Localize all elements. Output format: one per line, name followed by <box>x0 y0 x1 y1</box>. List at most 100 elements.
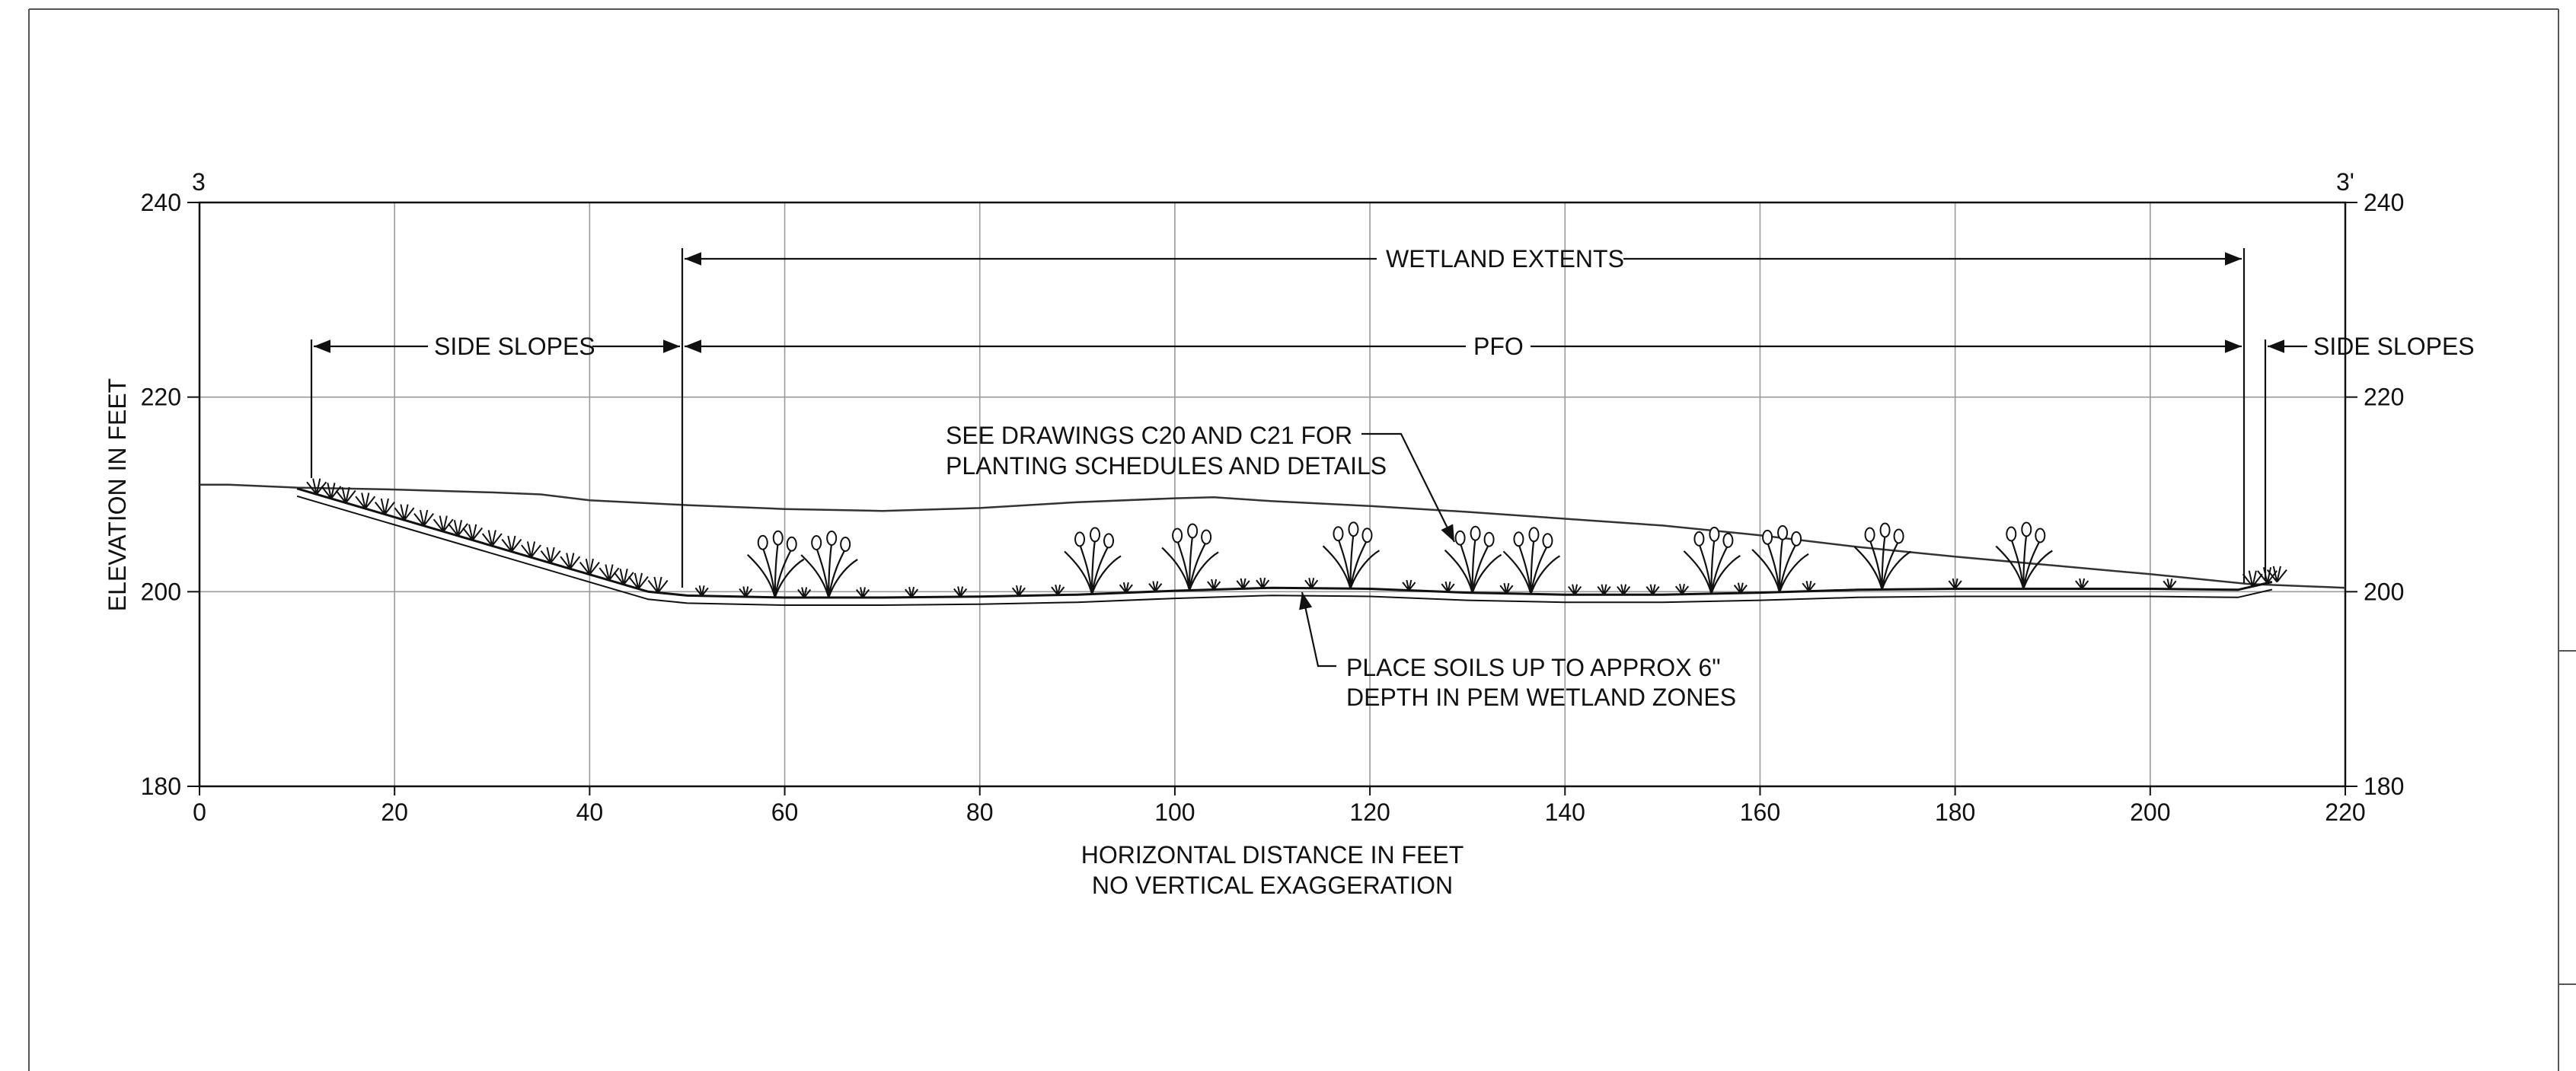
tall-plant-8-flower-2 <box>1791 531 1802 547</box>
shrub-plant-21 <box>739 586 753 598</box>
shrub-plant-38 <box>1597 584 1611 595</box>
tall-plant-3 <box>1161 535 1219 591</box>
tall-plant-2 <box>1064 539 1122 594</box>
y-tick-label-right-200: 200 <box>2364 578 2404 605</box>
tall-plant-0-flower-0 <box>757 534 768 550</box>
shrub-plant-3 <box>355 492 376 509</box>
tall-plant-1-flower-2 <box>840 537 851 553</box>
tall-plant-9-flower-0 <box>1864 527 1875 543</box>
y-tick-label-right-220: 220 <box>2364 384 2404 411</box>
tall-plant-1-flower-1 <box>826 531 838 547</box>
shrub-plant-24 <box>905 586 919 598</box>
tall-plant-3-flower-0 <box>1172 528 1183 543</box>
tall-plant-8-flower-0 <box>1762 529 1773 545</box>
shrub-plant-22 <box>797 587 812 598</box>
plot-frame <box>198 201 2347 788</box>
shrub-plant-33 <box>1304 578 1319 589</box>
shrub-plant-41 <box>1674 583 1690 595</box>
dimension-lines <box>310 248 2307 668</box>
shrub-plant-4 <box>374 498 395 515</box>
soils-note-leader <box>1299 591 1336 668</box>
x-tick-label-100: 100 <box>1154 798 1195 826</box>
tall-plant-6-flower-1 <box>1528 527 1540 543</box>
tall-plant-6 <box>1502 539 1561 594</box>
shrub-plant-17 <box>613 569 634 585</box>
shrub-plant-27 <box>1051 584 1065 596</box>
shrub-plant-18 <box>627 572 649 590</box>
x-tick-label-60: 60 <box>771 798 799 826</box>
shrub-plant-23 <box>855 587 870 598</box>
shrub-plant-15 <box>579 558 600 575</box>
tall-plant-0-flower-2 <box>786 536 797 552</box>
shrub-plant-39 <box>1617 584 1631 595</box>
shrub-plant-5 <box>394 504 415 521</box>
y-tick-label-right-180: 180 <box>2364 773 2404 800</box>
soils-note-line1: PLACE SOILS UP TO APPROX 6" <box>1346 654 1721 681</box>
tall-plant-4-flower-2 <box>1361 528 1373 543</box>
side-slopes-left-label: SIDE SLOPES <box>434 333 595 360</box>
shrub-plant-45 <box>2075 578 2089 590</box>
y-tick-label-left-240: 240 <box>141 189 181 216</box>
shrub-plant-31 <box>1236 578 1250 589</box>
shrub-plant-10 <box>481 530 503 547</box>
section-end-label: 3' <box>2336 168 2354 196</box>
x-tick-label-80: 80 <box>966 798 994 826</box>
tall-plant-4-flower-0 <box>1333 526 1344 542</box>
shrub-plant-16 <box>599 564 620 581</box>
section-start-label: 3 <box>192 168 206 196</box>
tall-plant-3-flower-1 <box>1187 523 1199 539</box>
shrub-plant-34 <box>1402 579 1416 591</box>
shrub-plant-46 <box>2163 579 2177 590</box>
shrub-plant-0 <box>306 478 327 495</box>
tall-plant-0-flower-1 <box>772 530 784 546</box>
tall-plant-0 <box>746 542 805 598</box>
x-tick-label-180: 180 <box>1935 798 1975 826</box>
plot-grid <box>200 202 2345 786</box>
tall-plant-4 <box>1322 534 1381 589</box>
shrub-plant-1 <box>321 483 342 499</box>
shrub-plant-6 <box>413 509 435 527</box>
tall-plant-3-flower-2 <box>1201 529 1212 545</box>
tall-plant-10 <box>1995 534 2053 589</box>
shrub-plant-12 <box>521 541 541 558</box>
shrub-plant-40 <box>1646 584 1660 595</box>
side-slopes-right-label: SIDE SLOPES <box>2313 333 2475 360</box>
y-tick-label-left-180: 180 <box>141 773 181 800</box>
shrub-plant-7 <box>433 515 454 532</box>
planting-note-leader <box>1361 432 1455 543</box>
y-tick-label-right-240: 240 <box>2364 189 2404 216</box>
wetland-extents-label: WETLAND EXTENTS <box>1386 245 1624 273</box>
shrub-plant-9 <box>462 524 484 541</box>
tall-plant-7 <box>1683 538 1741 594</box>
tall-plant-1-flower-0 <box>811 535 822 551</box>
tall-plant-6-flower-0 <box>1513 531 1524 547</box>
tall-plant-1 <box>800 542 858 598</box>
shrub-plant-19 <box>647 576 669 594</box>
soils-note-line2: DEPTH IN PEM WETLAND ZONES <box>1346 684 1736 711</box>
shrub-plant-20 <box>694 585 709 597</box>
shrub-plant-35 <box>1441 581 1455 593</box>
tall-plant-10-flower-0 <box>2006 526 2017 542</box>
tall-plant-10-flower-1 <box>2021 521 2032 537</box>
tall-plant-5-flower-2 <box>1483 531 1495 547</box>
tall-plant-9-flower-2 <box>1893 528 1904 544</box>
tall-plant-7-flower-2 <box>1722 532 1734 548</box>
plantings <box>306 478 2287 598</box>
pfo-label: PFO <box>1473 333 1524 360</box>
x-axis-title: HORIZONTAL DISTANCE IN FEET <box>1081 841 1464 869</box>
shrub-plant-2 <box>335 486 356 504</box>
x-tick-label-140: 140 <box>1545 798 1585 826</box>
tall-plant-2-flower-0 <box>1074 531 1086 547</box>
shrub-plant-25 <box>953 586 968 598</box>
existing-ground-profile <box>200 483 2346 589</box>
shrub-plant-8 <box>448 520 468 537</box>
tall-plant-9 <box>1853 534 1912 590</box>
tall-plant-8 <box>1751 537 1809 593</box>
sheet-border <box>28 8 2576 1071</box>
tall-plant-2-flower-1 <box>1090 527 1101 543</box>
shrub-plant-28 <box>1119 582 1133 594</box>
tall-plant-5 <box>1444 537 1502 594</box>
x-tick-label-200: 200 <box>2130 798 2170 826</box>
